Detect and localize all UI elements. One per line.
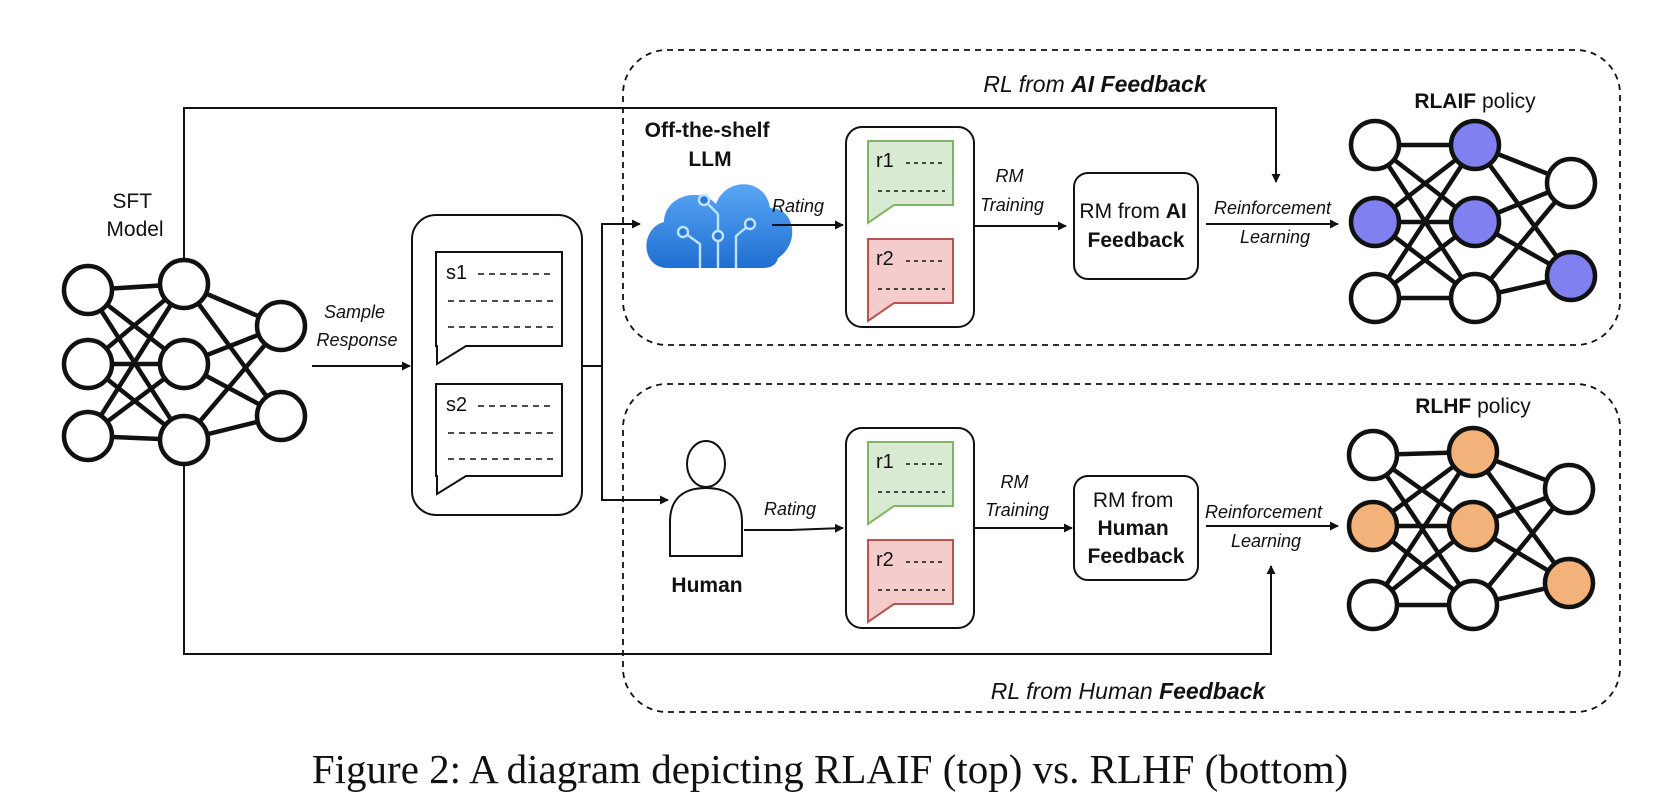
rm-training-label-top: RM Training (980, 166, 1044, 215)
network-node (1348, 118, 1402, 172)
rlhf-policy-network (1346, 425, 1596, 632)
network-node (157, 257, 211, 311)
network-edge (86, 282, 186, 438)
network-edge (1371, 450, 1475, 607)
ratings-box-top: r1 r2 (845, 126, 975, 328)
network-node (1448, 271, 1502, 325)
samples-split-line (582, 219, 641, 367)
rating-r1-bubble (867, 140, 954, 225)
rm-human-label: RM from Human Feedback (1088, 489, 1185, 568)
svg-text:s2: s2 (446, 394, 467, 416)
network-node (157, 337, 211, 391)
network-node (1348, 271, 1402, 325)
sample-s1-bubble: s1 (435, 251, 563, 366)
network-node (157, 413, 211, 467)
network-node (1346, 499, 1400, 553)
network-node (1348, 195, 1402, 249)
human-icon (669, 440, 743, 557)
rm-ai-box (1073, 172, 1199, 280)
rlaif-group-title: RL from AI Feedback (983, 71, 1207, 97)
network-node (61, 337, 115, 391)
network-node (1446, 425, 1500, 479)
network-node (1448, 195, 1502, 249)
network-edge (1471, 450, 1571, 585)
rating-r2-bubble (867, 539, 954, 624)
human-label: Human (671, 574, 742, 597)
network-node (1542, 462, 1596, 516)
sft-to-rlaif-arrow (183, 107, 1281, 258)
sample-response-label: Sample Response (316, 302, 397, 350)
network-node (1446, 499, 1500, 553)
rating-arrow-bottom (744, 523, 844, 533)
rlhf-group-title: RL from Human Feedback (991, 678, 1267, 704)
rating-r1-bubble (867, 441, 954, 526)
rlaif-group (622, 49, 1621, 346)
llm-label: Off-the-shelf LLM (645, 119, 776, 171)
rm-training-label-bottom: RM Training (985, 472, 1049, 520)
rating-r1-label: r1 (876, 451, 894, 473)
network-node (1346, 428, 1400, 482)
network-edge (1373, 143, 1477, 300)
rating-r2-bubble (867, 238, 954, 323)
rl-label-bottom: Reinforcement Learning (1205, 502, 1327, 551)
rlaif-policy-label: RLAIF policy (1414, 90, 1536, 113)
sft-model-label: SFT Model (106, 190, 163, 241)
rating-r2-label: r2 (876, 248, 894, 270)
rlaif-policy-network (1348, 118, 1598, 325)
rlhf-group (622, 383, 1621, 713)
sample-s2-bubble: s2 (435, 383, 563, 496)
samples-to-human-arrow (601, 366, 669, 505)
network-node (254, 389, 308, 443)
network-edge (1473, 143, 1573, 278)
network-node (1446, 578, 1500, 632)
rating-r2-label: r2 (876, 549, 894, 571)
network-edge (182, 282, 283, 418)
network-node (254, 299, 308, 353)
network-node (61, 263, 115, 317)
cloud-llm-icon (646, 184, 793, 268)
rm-human-box (1073, 475, 1199, 581)
ratings-box-bottom: r1 r2 (845, 427, 975, 629)
rl-label-top: Reinforcement Learning (1214, 198, 1336, 247)
rating-r1-label: r1 (876, 150, 894, 172)
rm-ai-label: RM from AI Feedback (1079, 200, 1192, 252)
network-node (1544, 249, 1598, 303)
network-node (61, 409, 115, 463)
figure-caption: Figure 2: A diagram depicting RLAIF (top… (311, 746, 1349, 792)
network-node (1542, 556, 1596, 610)
svg-text:s1: s1 (446, 262, 467, 284)
network-node (1346, 578, 1400, 632)
rating-label-top: Rating (772, 196, 824, 216)
sft-to-rlhf-arrow (183, 464, 1276, 655)
rlhf-policy-label: RLHF policy (1415, 395, 1531, 418)
network-node (1448, 118, 1502, 172)
network-node (1544, 156, 1598, 210)
rating-label-bottom: Rating (764, 499, 816, 519)
sft-model-network (61, 257, 308, 467)
